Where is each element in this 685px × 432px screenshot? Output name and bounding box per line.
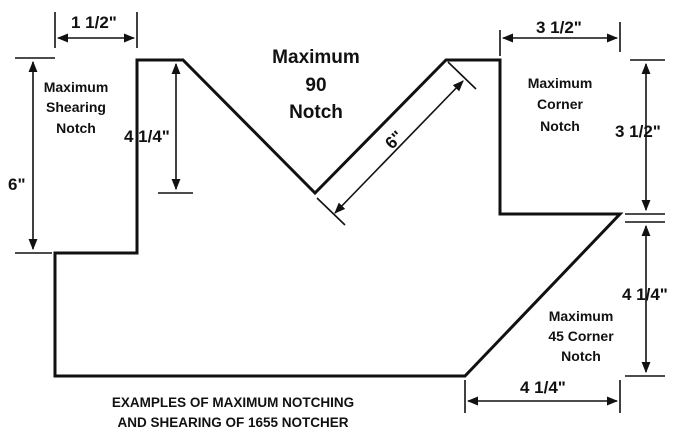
region-text: 45 Corner <box>548 328 614 344</box>
dim-label-45-height: 4 1/4" <box>622 285 668 304</box>
workpiece-outline <box>53 58 624 378</box>
region-text: Maximum <box>528 75 593 91</box>
region-45-corner-notch: Maximum 45 Corner Notch <box>548 308 614 364</box>
caption: EXAMPLES OF MAXIMUM NOTCHING AND SHEARIN… <box>112 395 354 430</box>
dim-v-depth <box>158 62 193 194</box>
region-v-notch: Maximum 90 Notch <box>272 47 360 123</box>
dim-v-side <box>316 61 477 226</box>
dim-label-shear-width: 1 1/2" <box>71 13 117 32</box>
dim-label-corner-height: 3 1/2" <box>615 122 661 141</box>
region-text: Corner <box>537 96 583 112</box>
region-text: Shearing <box>46 99 106 115</box>
dim-corner-height <box>625 59 665 215</box>
dim-label-shear-height: 6" <box>8 175 26 194</box>
caption-line: AND SHEARING OF 1655 NOTCHER <box>117 415 348 430</box>
caption-line: EXAMPLES OF MAXIMUM NOTCHING <box>112 395 354 410</box>
region-text: Maximum <box>44 79 109 95</box>
dim-label-v-depth: 4 1/4" <box>124 127 170 146</box>
region-corner-notch: Maximum Corner Notch <box>528 75 593 134</box>
region-text: Notch <box>56 120 96 136</box>
region-text: 90 <box>305 75 326 96</box>
region-text: Notch <box>561 348 601 364</box>
region-text: Notch <box>540 118 580 134</box>
dim-shear-width <box>54 12 138 48</box>
dim-45-height <box>625 221 665 377</box>
region-text: Maximum <box>272 47 360 68</box>
dim-label-45-width: 4 1/4" <box>520 378 566 397</box>
dim-45-width <box>464 380 621 413</box>
dim-label-v-side: 6" <box>381 127 407 153</box>
dim-label-corner-width: 3 1/2" <box>536 18 582 37</box>
region-text: Maximum <box>549 308 614 324</box>
region-text: Notch <box>289 102 343 123</box>
dim-shear-height <box>15 57 55 254</box>
region-shearing-notch: Maximum Shearing Notch <box>44 79 109 136</box>
dim-corner-width <box>499 22 621 56</box>
